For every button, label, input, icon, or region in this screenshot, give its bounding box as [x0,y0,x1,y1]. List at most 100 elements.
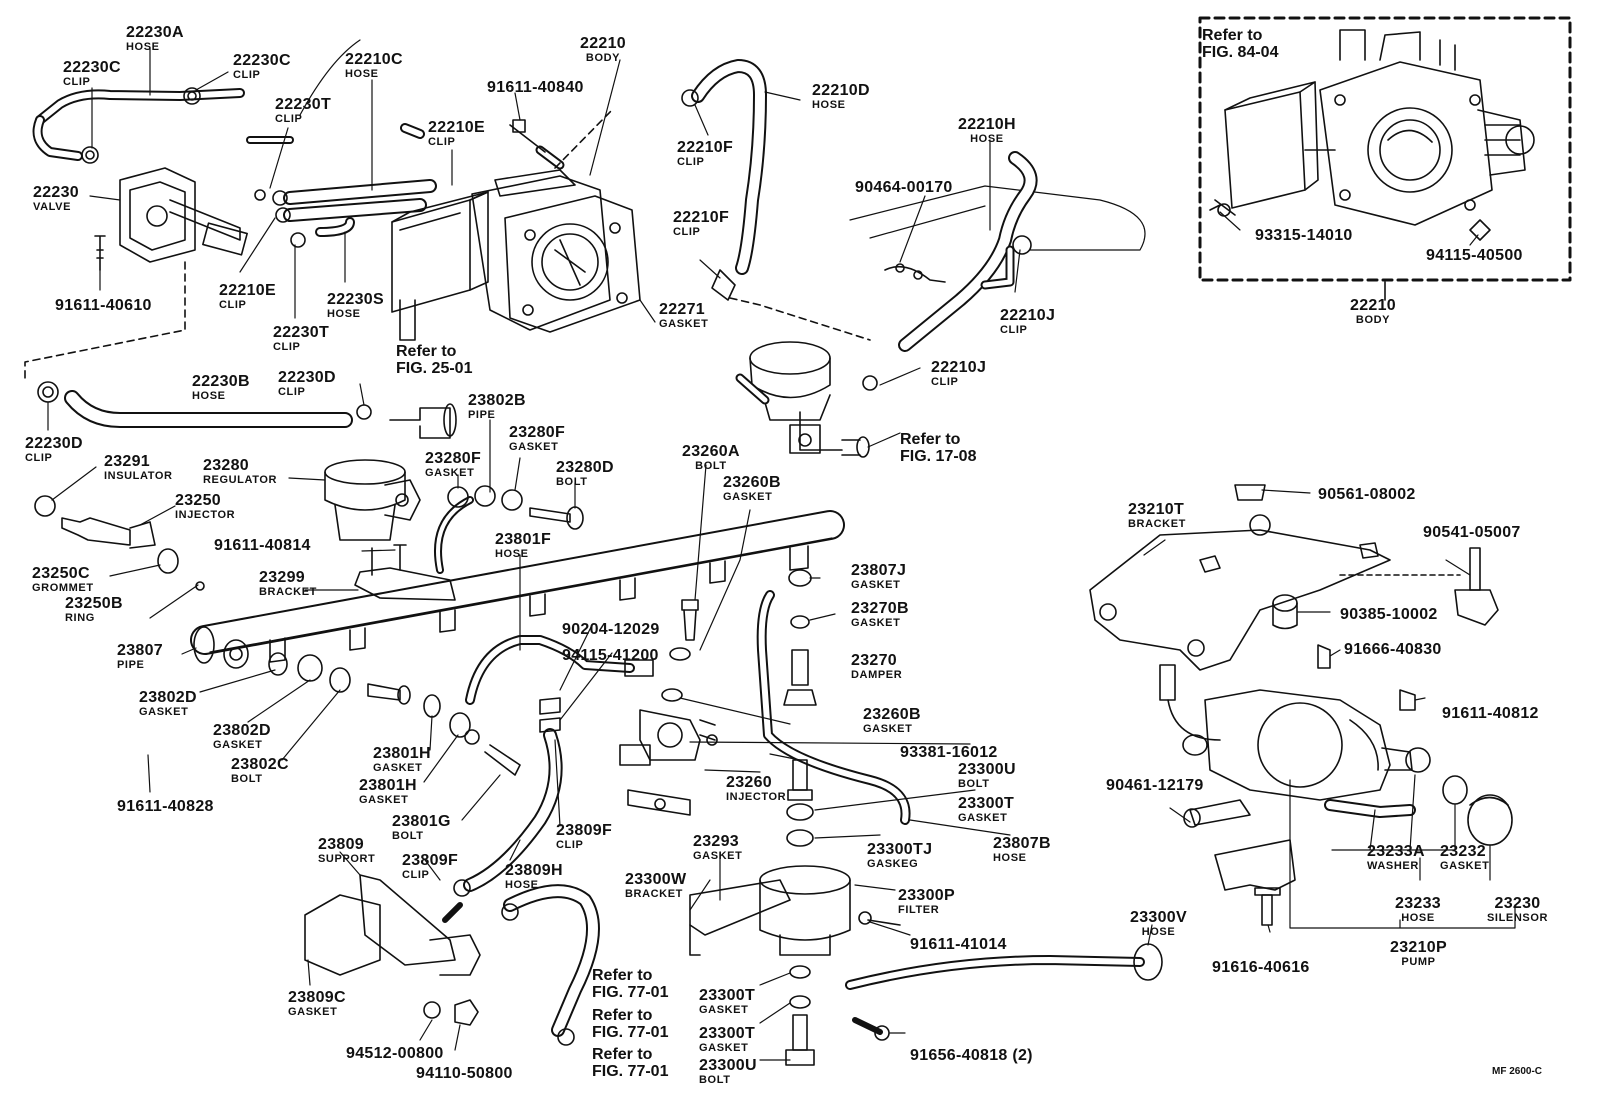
refer-fig-17-08: Refer to FIG. 17-08 [900,431,977,465]
label-94512-00800: 94512-00800 [346,1045,444,1062]
label-90204-12029: 90204-12029 [562,621,660,638]
fuel-regulator [34,459,421,591]
label-93381-16012: 93381-16012 [900,744,998,761]
refer-fig-84-04: Refer to FIG. 84-04 [1202,27,1279,61]
throttle-body [391,109,641,341]
label-91666-40830: 91666-40830 [1344,641,1442,658]
cold-start-injector [619,709,718,816]
label-91656-40818: 91656-40818 (2) [910,1047,1033,1064]
figure-code: MF 2600-C [1492,1066,1543,1077]
label-90541-05007: 90541-05007 [1423,524,1521,541]
label-93315-14010: 93315-14010 [1255,227,1353,244]
label-91611-40840: 91611-40840 [487,79,584,96]
vsv-assembly [735,151,1146,458]
label-91611-41014: 91611-41014 [910,936,1007,953]
label-90385-10002: 90385-10002 [1340,606,1438,623]
label-91611-40814: 91611-40814 [214,537,311,554]
label-91611-40610: 91611-40610 [55,297,152,314]
refer-fig-77-01: Refer to FIG. 77-01 [592,1007,669,1041]
delivery-pipe [190,485,845,776]
fuel-pump-assembly [1089,484,1513,926]
label-91611-40812: 91611-40812 [1442,705,1539,722]
label-94115-41200: 94115-41200 [562,647,659,664]
hose-22230b [37,381,457,439]
label-90561-08002: 90561-08002 [1318,486,1416,503]
air-valve-assembly [24,39,437,381]
label-94115-40500: 94115-40500 [1426,247,1523,264]
label-91616-40616: 91616-40616 [1212,959,1310,976]
label-94110-50800: 94110-50800 [416,1065,513,1082]
cold-start-support [304,697,600,1046]
pulsation-damper [756,569,911,825]
refer-fig-25-01: Refer to FIG. 25-01 [396,343,473,377]
hose-22210d [681,59,871,341]
throttle-body-detail [1198,16,1572,301]
label-90464-00170: 90464-00170 [855,179,953,196]
